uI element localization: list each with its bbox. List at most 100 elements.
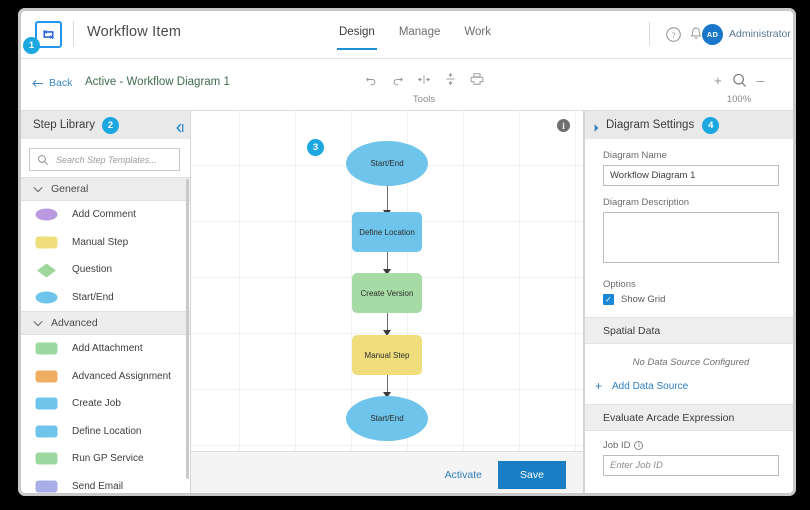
magnifier-icon[interactable] <box>731 72 748 89</box>
arrow-left-icon <box>32 79 43 87</box>
connector-arrow <box>383 392 391 398</box>
shape-ellipse-icon <box>35 291 58 304</box>
step-library-title: Step Library <box>33 119 96 131</box>
print-icon[interactable] <box>470 72 484 86</box>
expand-right-icon[interactable] <box>592 120 601 132</box>
document-title: Active - Workflow Diagram 1 <box>85 76 230 88</box>
diagram-settings-body: Diagram Name Diagram Description Options… <box>585 150 795 305</box>
diagram-node-manual-step[interactable]: Manual Step <box>352 335 422 375</box>
callout-badge-2: 2 <box>102 116 120 134</box>
step-item-define-location[interactable]: Define Location <box>19 418 190 446</box>
step-item-manual-step[interactable]: Manual Step <box>19 229 190 257</box>
user-name[interactable]: Administrator <box>729 28 791 40</box>
step-item-create-job[interactable]: Create Job <box>19 390 190 418</box>
diagram-node-define-location[interactable]: Define Location <box>352 212 422 252</box>
info-icon[interactable]: i <box>634 440 644 450</box>
job-id-label: Job ID <box>603 440 631 451</box>
diagram-node-create-version[interactable]: Create Version <box>352 273 422 313</box>
node-label: Start/End <box>370 159 404 168</box>
zoom-out-button[interactable]: – <box>756 72 764 88</box>
step-library-list: General Add Comment Manual Step Question <box>19 177 190 496</box>
job-id-input[interactable] <box>603 455 779 476</box>
zoom-percent: 100% <box>726 94 752 105</box>
step-item-send-email[interactable]: Send Email <box>19 473 190 496</box>
undo-icon[interactable] <box>365 73 378 86</box>
help-circle-icon[interactable]: ? <box>665 26 682 48</box>
step-item-run-gp-service[interactable]: Run GP Service <box>19 445 190 473</box>
add-data-source-button[interactable]: + Add Data Source <box>595 380 795 392</box>
step-label: Create Job <box>72 398 121 410</box>
tab-manage[interactable]: Manage <box>398 26 441 38</box>
step-label: Add Comment <box>72 209 136 221</box>
step-label: Define Location <box>72 425 142 437</box>
step-item-add-attachment[interactable]: Add Attachment <box>19 335 190 363</box>
group-title: General <box>51 183 89 195</box>
app-header: Workflow Item Design Manage Work ? AD Ad… <box>19 9 795 59</box>
shape-diamond-icon <box>35 263 58 278</box>
group-header-general[interactable]: General <box>19 177 190 201</box>
shape-rect-icon <box>35 425 58 438</box>
group-header-advanced[interactable]: Advanced <box>19 311 190 335</box>
connector-line <box>386 307 388 332</box>
shape-rect-icon <box>35 452 58 465</box>
diagram-description-textarea[interactable] <box>603 212 779 263</box>
step-label: Send Email <box>72 480 124 492</box>
diagram-settings-panel: Diagram Settings 4 Diagram Name Diagram … <box>584 111 795 495</box>
activate-button[interactable]: Activate <box>444 468 482 481</box>
tab-work[interactable]: Work <box>464 26 491 38</box>
zoom-in-button[interactable]: + <box>714 72 722 88</box>
diagram-canvas-area: 3 i Start/End Define Location Create Ver… <box>191 111 584 495</box>
connector-line <box>386 369 388 394</box>
collapse-left-icon[interactable] <box>175 120 184 133</box>
shape-ellipse-icon <box>35 208 58 221</box>
sidebar-scrollbar[interactable] <box>186 179 189 479</box>
step-item-add-comment[interactable]: Add Comment <box>19 201 190 229</box>
search-input[interactable] <box>30 153 179 166</box>
step-item-start-end[interactable]: Start/End <box>19 284 190 312</box>
add-data-source-label: Add Data Source <box>612 380 689 392</box>
node-label: Create Version <box>360 288 414 298</box>
diagram-name-label: Diagram Name <box>603 150 667 161</box>
diagram-node-start-end-top[interactable]: Start/End <box>346 141 428 186</box>
shape-rect-icon <box>35 236 58 249</box>
app-logo[interactable] <box>35 21 62 48</box>
bell-icon[interactable] <box>688 25 704 47</box>
connector-arrow <box>383 269 391 275</box>
back-button[interactable]: Back <box>31 77 72 89</box>
info-icon[interactable]: i <box>557 119 570 132</box>
right-panel-scrollbar[interactable] <box>793 141 795 321</box>
redo-icon[interactable] <box>391 73 404 86</box>
show-grid-option[interactable]: ✓ Show Grid <box>603 294 779 305</box>
diagram-description-label: Diagram Description <box>603 197 690 208</box>
diagram-name-input[interactable] <box>603 165 779 186</box>
workflow-loop-icon <box>43 29 54 40</box>
app-window: Workflow Item Design Manage Work ? AD Ad… <box>18 8 796 496</box>
shape-rect-icon <box>35 480 58 493</box>
diagram-node-start-end-bottom[interactable]: Start/End <box>346 396 428 441</box>
step-library-header: Step Library 2 <box>19 111 190 139</box>
zoom-group: + – 100% <box>693 69 785 105</box>
step-item-question[interactable]: Question <box>19 256 190 284</box>
header-divider <box>73 21 74 47</box>
tab-design[interactable]: Design <box>337 26 377 50</box>
align-vertical-icon[interactable] <box>444 72 457 86</box>
step-library-panel: Step Library 2 <box>19 111 191 496</box>
node-label: Manual Step <box>364 350 410 360</box>
show-grid-checkbox[interactable]: ✓ <box>603 294 614 305</box>
align-horizontal-icon[interactable] <box>417 73 431 86</box>
search-icon <box>37 153 49 171</box>
step-label: Advanced Assignment <box>72 370 171 382</box>
avatar[interactable]: AD <box>702 24 723 45</box>
save-button[interactable]: Save <box>498 460 566 489</box>
diagram-canvas[interactable]: 3 i Start/End Define Location Create Ver… <box>191 111 584 451</box>
main-nav-tabs: Design Manage Work <box>337 26 491 50</box>
diagram-settings-title: Diagram Settings <box>606 119 695 131</box>
no-data-source-text: No Data Source Configured <box>632 357 750 368</box>
callout-badge-1: 1 <box>23 37 40 54</box>
shape-rect-icon <box>35 397 58 410</box>
step-item-advanced-assignment[interactable]: Advanced Assignment <box>19 363 190 391</box>
shape-rect-icon <box>35 342 58 355</box>
sub-toolbar: Back Active - Workflow Diagram 1 <box>19 59 795 111</box>
search-step-templates[interactable] <box>29 148 180 171</box>
